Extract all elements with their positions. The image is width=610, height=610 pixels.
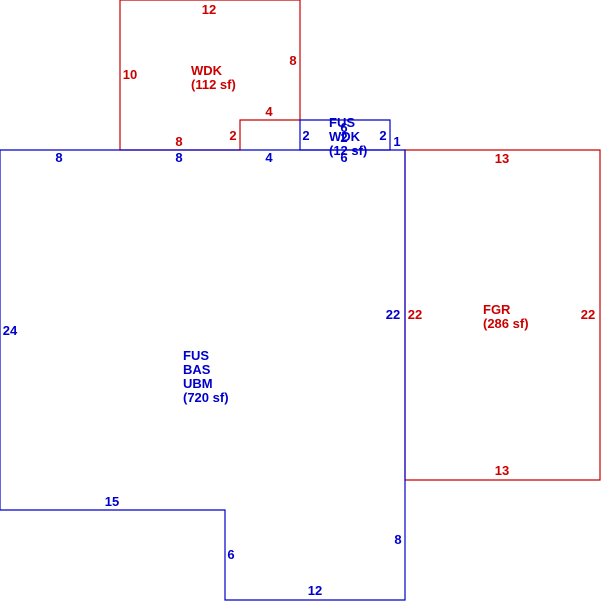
main-top-left-dimension: 8 [55, 150, 62, 165]
small-deck-far-dimension: 1 [393, 134, 400, 149]
garage-right-dimension: 22 [581, 307, 595, 322]
main-area-code-1: FUS [183, 348, 209, 363]
deck-step-up-dimension: 2 [229, 128, 236, 143]
main-notch-dimension: 6 [227, 547, 234, 562]
deck-top-dimension: 12 [202, 2, 216, 17]
small-deck-area-code-2: WDK [329, 129, 361, 144]
main-top-mid-dimension: 8 [175, 150, 182, 165]
main-area-outline [0, 149, 406, 601]
garage-area-size: (286 sf) [483, 316, 529, 331]
small-deck-right-dimension: 2 [379, 128, 386, 143]
small-deck-outline [299, 119, 391, 151]
main-bottom-left-dimension: 15 [105, 494, 119, 509]
main-left-dimension: 24 [3, 323, 18, 338]
main-bottom-dimension: 12 [308, 583, 322, 598]
main-area-size: (720 sf) [183, 390, 229, 405]
main-area-code-3: UBM [183, 376, 213, 391]
garage-left-dimension: 22 [408, 307, 422, 322]
small-deck-area-size: (12 sf) [329, 143, 367, 158]
deck-area-size: (112 sf) [191, 77, 236, 92]
deck-bottom-dimension: 8 [175, 134, 182, 149]
small-deck-area-code-1: FUS [329, 115, 355, 130]
main-top-right-dimension: 4 [265, 150, 273, 165]
small-deck-bottom-dimension: 6 [340, 150, 347, 165]
garage-top-dimension: 13 [495, 151, 509, 166]
deck-step-top-dimension: 4 [265, 104, 273, 119]
main-right-dimension: 22 [386, 307, 400, 322]
small-deck-top-dimension: 6 [340, 120, 347, 135]
deck-area-code: WDK [191, 63, 223, 78]
small-deck-left-dimension: 2 [302, 128, 309, 143]
garage-area-code: FGR [483, 302, 511, 317]
deck-left-dimension: 10 [123, 67, 137, 82]
deck-right-dimension: 8 [289, 53, 296, 68]
small-deck-inner-dimension: 2 [340, 130, 347, 145]
garage-bottom-dimension: 13 [495, 463, 509, 478]
main-area-code-2: BAS [183, 362, 211, 377]
main-lower-right-dimension: 8 [394, 532, 401, 547]
